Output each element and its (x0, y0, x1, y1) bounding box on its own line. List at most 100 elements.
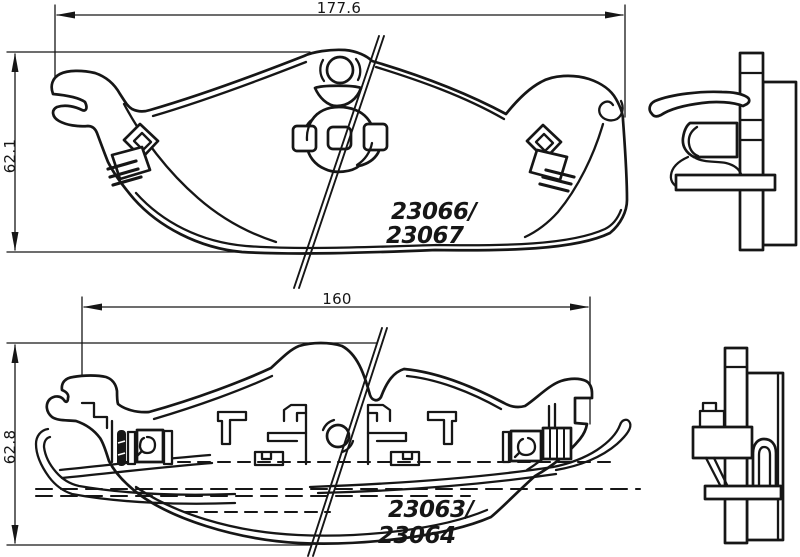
spring-body-inner (687, 125, 700, 158)
bracket-pressings (216, 403, 458, 467)
top-left-clip (106, 122, 160, 187)
clip-strip (501, 430, 511, 464)
bottom-drawing: 160 62.8 (1, 290, 785, 557)
guide-hole-boss (313, 55, 363, 108)
top-part-number-line2: 23067 (386, 223, 464, 249)
arrowhead-left (83, 303, 102, 311)
bracket-right (375, 431, 408, 443)
hole (325, 423, 351, 449)
inner-ridge-line (151, 60, 308, 118)
shim-left-hook-inner (42, 435, 237, 496)
half-moon-pocket (313, 84, 363, 108)
clip-hole (516, 436, 537, 457)
hatch-line (541, 175, 573, 186)
bracket-right (366, 411, 379, 423)
bracket-flag-left (216, 410, 248, 446)
arrowhead-down (11, 525, 19, 544)
sensor-wing-right (362, 122, 389, 152)
hatch-line (538, 182, 570, 193)
boss-arc (319, 58, 326, 83)
clip-square-hole (534, 132, 555, 153)
hole-arc (321, 418, 336, 432)
shim-right-hook (551, 418, 632, 472)
bottom-part-number-line2: 23064 (378, 523, 456, 549)
inner-right-contour (523, 122, 605, 239)
shim-right-edge (316, 472, 558, 495)
clip-step (698, 409, 726, 429)
clip-edge-slit (117, 452, 126, 456)
clip-hole-tick (513, 451, 521, 459)
arrowhead-right (605, 11, 624, 19)
inner-bottom-line (134, 485, 489, 537)
hatch-line (108, 167, 140, 179)
hatch-line (111, 175, 143, 187)
bottom-width-dim-label: 160 (322, 290, 352, 308)
leader-line (307, 327, 383, 557)
bottom-part-number-line1: 23063/ (388, 497, 476, 523)
bottom-pad-front-view (34, 341, 642, 545)
bracket-left (253, 450, 285, 467)
spring-horn (648, 90, 751, 118)
bracket-left (266, 431, 299, 443)
inner-ridge-line (374, 65, 506, 121)
bottom-right-clip (501, 402, 573, 464)
bracket-right (389, 450, 421, 467)
arrowhead-up (11, 53, 19, 72)
boss-arc (354, 57, 362, 82)
spring-leg (704, 456, 723, 489)
pad-block (691, 425, 754, 460)
spring-leg (712, 456, 730, 489)
leader-line (298, 35, 385, 289)
clip-edge-slit (117, 440, 126, 444)
sensor-wing-left (291, 124, 318, 153)
pad-outline (45, 341, 594, 545)
top-drawing: 177.6 62.1 (1, 0, 798, 289)
arrowhead-right (570, 303, 589, 311)
clip-hole (138, 435, 157, 455)
arrowhead-up (11, 344, 19, 363)
top-height-dim-label: 62.1 (1, 139, 19, 174)
spring-wave (692, 155, 743, 176)
clip-hole-tick (135, 450, 143, 458)
bottom-leader-line (307, 327, 388, 557)
top-width-dimension: 177.6 (54, 0, 626, 118)
bracket-right (366, 403, 392, 466)
hatch-line (106, 159, 138, 171)
bottom-width-dimension: 160 (81, 290, 591, 425)
inner-ridge-line (405, 374, 503, 411)
shim-right-edge (308, 465, 555, 489)
top-part-number-line1: 23066/ (391, 199, 479, 225)
shim-upper-edge (60, 461, 214, 480)
arrowhead-down (11, 232, 19, 251)
bracket-flag-right (426, 410, 458, 446)
arrowhead-left (56, 11, 75, 19)
inner-bottom-line (134, 191, 623, 250)
sensor-square-hole (326, 125, 353, 151)
spring-loop-inner (757, 445, 772, 493)
shim-left-hook (34, 427, 237, 505)
inner-ridge-line (152, 374, 274, 421)
top-part-numbers: 23066/ 23067 (386, 199, 479, 249)
sensor-arc (305, 112, 319, 142)
spring-base-bar (703, 484, 783, 501)
bottom-height-dim-label: 62.8 (1, 430, 19, 465)
wear-sensor-clip (291, 105, 389, 174)
clip-strip (162, 429, 174, 466)
leader-line (312, 327, 388, 557)
top-height-dimension: 62.1 (1, 51, 311, 253)
bracket-left (282, 403, 308, 466)
top-width-dim-label: 177.6 (317, 0, 361, 17)
clip-strip (126, 430, 137, 466)
top-side-view (648, 51, 798, 252)
top-right-clip (525, 123, 576, 193)
spring-tail (674, 173, 777, 192)
leader-line (293, 35, 380, 289)
sensor-arc (355, 141, 374, 167)
bottom-height-dimension: 62.8 (1, 342, 378, 546)
bottom-part-numbers: 23063/ 23064 (378, 497, 476, 549)
guide-hole (325, 55, 355, 85)
bracket-left (260, 450, 273, 461)
hatch-line (544, 168, 576, 179)
